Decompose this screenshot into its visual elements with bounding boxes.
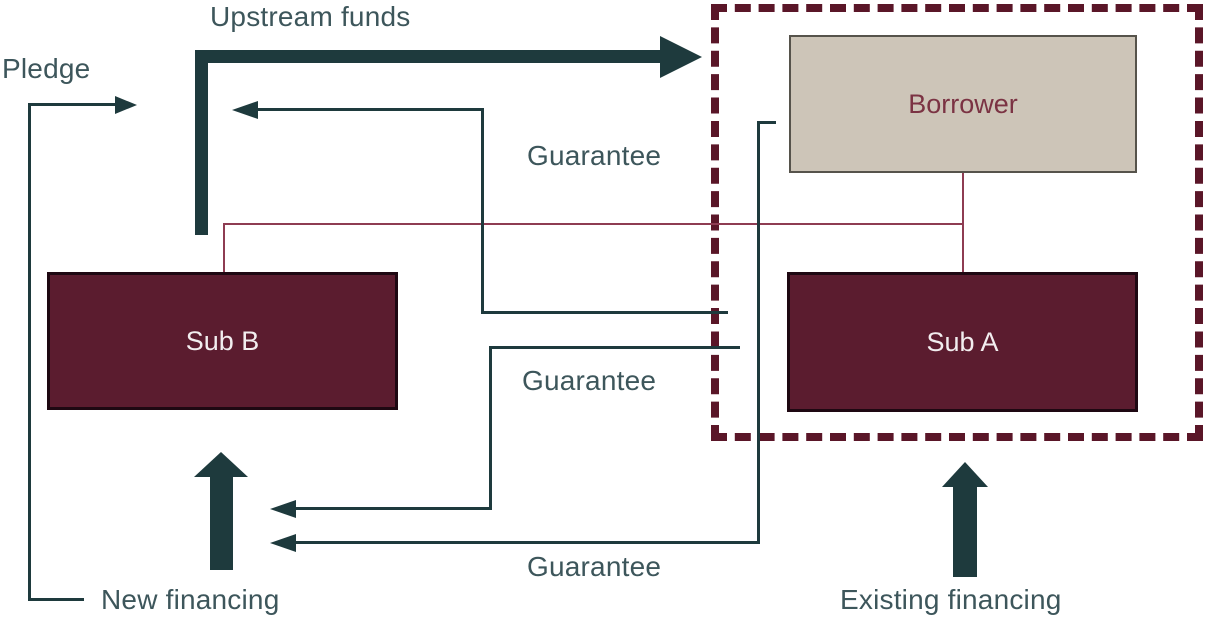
new-financing-arrow-head-icon bbox=[194, 452, 248, 477]
ownership-line-subb-drop bbox=[223, 223, 225, 272]
existing-group-dashed-border bbox=[711, 4, 1203, 441]
new-financing-connector bbox=[28, 598, 84, 601]
new-financing-arrow-shaft bbox=[210, 476, 233, 570]
guarantee-top-label: Guarantee bbox=[527, 140, 662, 171]
pledge-label: Pledge bbox=[2, 53, 91, 84]
pledge-line-horizontal bbox=[28, 103, 118, 106]
borrower-box: Borrower bbox=[789, 35, 1137, 173]
upstream-arrow-head-icon bbox=[660, 36, 702, 78]
sub-a-box: Sub A bbox=[787, 272, 1138, 412]
sub-b-box: Sub B bbox=[47, 272, 398, 410]
guarantee-top-line-right bbox=[481, 311, 728, 314]
borrower-box-label: Borrower bbox=[908, 88, 1018, 119]
guarantee-bottom-label: Guarantee bbox=[527, 551, 662, 582]
guarantee-middle-label: Guarantee bbox=[522, 365, 657, 396]
pledge-line-vertical bbox=[28, 103, 31, 600]
guarantee-bottom-stub bbox=[757, 121, 776, 124]
guarantee-top-line-vertical bbox=[481, 108, 484, 314]
existing-financing-arrow-shaft bbox=[953, 486, 977, 577]
existing-financing-arrow-head-icon bbox=[942, 462, 988, 487]
existing-financing-label: Existing financing bbox=[840, 584, 1062, 615]
pledge-arrow-head-icon bbox=[115, 96, 137, 114]
guarantee-mid-arrow-head-icon bbox=[270, 500, 296, 518]
guarantee-top-line-left bbox=[254, 108, 484, 111]
guarantee-bottom-arrow-head-icon bbox=[270, 534, 296, 552]
upstream-arrow-vertical bbox=[195, 50, 208, 235]
guarantee-top-arrow-head-icon bbox=[232, 101, 258, 119]
guarantee-mid-line-right bbox=[489, 346, 740, 349]
guarantee-bottom-line-left bbox=[294, 541, 760, 544]
guarantee-mid-line-left bbox=[294, 507, 492, 510]
new-financing-label: New financing bbox=[101, 584, 280, 615]
upstream-funds-label: Upstream funds bbox=[210, 1, 411, 32]
ownership-line-horizontal bbox=[223, 223, 964, 225]
sub-a-box-label: Sub A bbox=[926, 326, 999, 357]
sub-b-box-label: Sub B bbox=[185, 325, 260, 356]
guarantee-mid-line-vertical bbox=[489, 346, 492, 510]
upstream-arrow-horizontal bbox=[195, 50, 660, 63]
guarantee-bottom-vertical bbox=[757, 121, 760, 544]
